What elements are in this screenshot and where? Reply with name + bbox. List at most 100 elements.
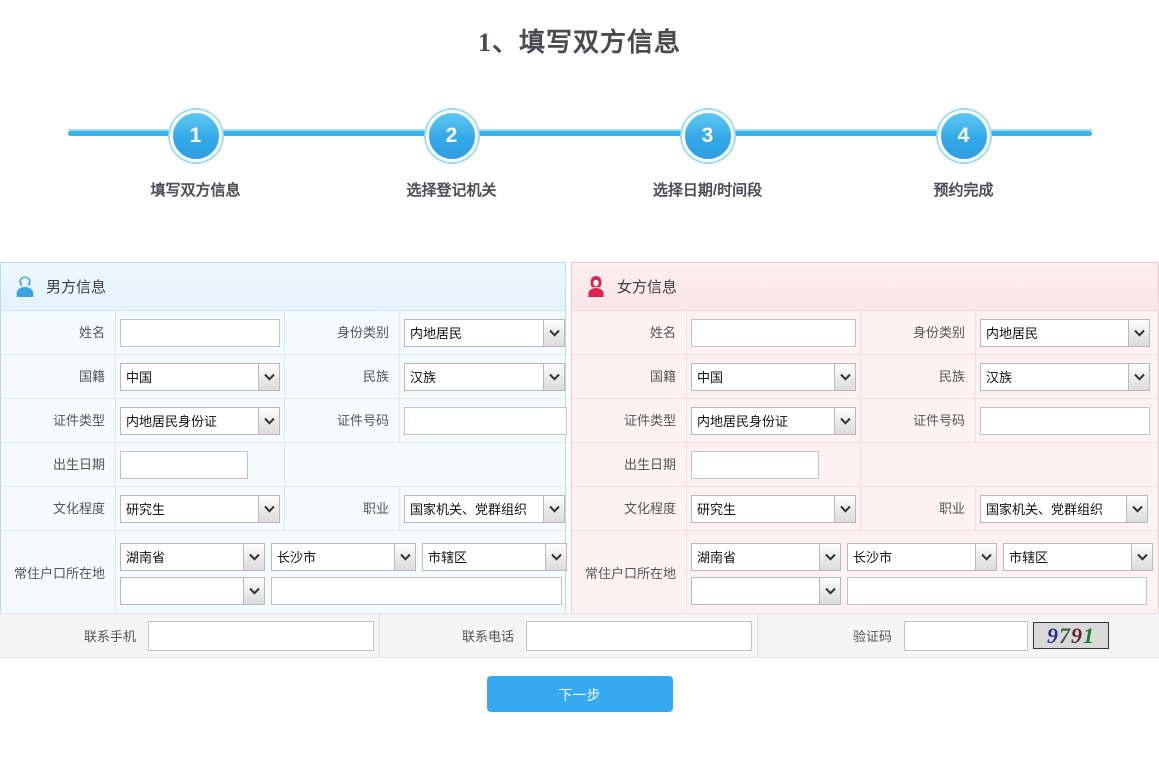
male-residence-city-select[interactable]: 长沙市 bbox=[271, 542, 416, 571]
male-row-id-type: 证件类型 内地居民身份证 证件号码 bbox=[1, 399, 567, 443]
female-education-value: 研究生 bbox=[697, 502, 737, 517]
male-label-ethnicity: 民族 bbox=[285, 355, 400, 398]
male-residence-detail-input[interactable] bbox=[271, 576, 562, 605]
step-item-1[interactable]: 1 填写双方信息 bbox=[68, 105, 324, 200]
male-nationality-value: 中国 bbox=[126, 370, 153, 385]
male-label-birth-date: 出生日期 bbox=[1, 443, 116, 486]
male-name-input[interactable] bbox=[120, 318, 280, 347]
male-row-residence: 常住户口所在地 湖南省 长沙市 bbox=[1, 531, 567, 616]
female-row-birth-date: 出生日期 bbox=[572, 443, 1158, 487]
chevron-down-icon bbox=[258, 495, 279, 522]
male-label-identity-type: 身份类别 bbox=[285, 311, 400, 354]
male-id-type-select[interactable]: 内地居民身份证 bbox=[120, 406, 280, 435]
female-avatar-icon bbox=[584, 274, 608, 300]
male-label-id-number: 证件号码 bbox=[285, 399, 400, 442]
female-nationality-select[interactable]: 中国 bbox=[691, 362, 856, 391]
female-label-nationality: 国籍 bbox=[572, 355, 687, 398]
female-field-name bbox=[687, 311, 861, 354]
female-field-nationality: 中国 bbox=[687, 355, 861, 398]
female-field-education: 研究生 bbox=[687, 487, 861, 530]
phone-input[interactable] bbox=[526, 620, 752, 651]
chevron-down-icon bbox=[258, 407, 279, 434]
female-residence-district-select[interactable]: 市辖区 bbox=[1003, 542, 1153, 571]
male-row-birth-date: 出生日期 bbox=[1, 443, 565, 487]
female-label-name: 姓名 bbox=[572, 311, 687, 354]
male-ethnicity-select[interactable]: 汉族 bbox=[404, 362, 565, 391]
female-row-id-type: 证件类型 内地居民身份证 证件号码 bbox=[572, 399, 1158, 443]
female-label-education: 文化程度 bbox=[572, 487, 687, 530]
female-row-name: 姓名 身份类别 内地居民 bbox=[572, 311, 1158, 355]
female-occupation-value: 国家机关、党群组织 bbox=[986, 502, 1104, 517]
female-residence-street-select[interactable] bbox=[691, 576, 841, 605]
female-label-residence: 常住户口所在地 bbox=[572, 531, 687, 616]
female-panel-header: 女方信息 bbox=[572, 263, 1158, 311]
step-item-3[interactable]: 3 选择日期/时间段 bbox=[580, 105, 836, 200]
female-residence-detail-input[interactable] bbox=[847, 576, 1147, 605]
female-residence-province-value: 湖南省 bbox=[697, 550, 737, 565]
female-ethnicity-value: 汉族 bbox=[986, 370, 1013, 385]
contact-divider-2 bbox=[757, 614, 758, 657]
male-info-panel: 男方信息 姓名 身份类别 内地居民 国籍 中国 bbox=[0, 262, 567, 617]
male-identity-type-select[interactable]: 内地居民 bbox=[404, 318, 565, 347]
female-nationality-value: 中国 bbox=[697, 370, 724, 385]
step-number-2: 2 bbox=[425, 110, 478, 162]
male-residence-district-select[interactable]: 市辖区 bbox=[422, 542, 567, 571]
female-residence-province-select[interactable]: 湖南省 bbox=[691, 542, 841, 571]
female-id-number-input[interactable] bbox=[980, 406, 1150, 435]
male-education-select[interactable]: 研究生 bbox=[120, 494, 280, 523]
female-label-identity-type: 身份类别 bbox=[861, 311, 976, 354]
male-row-nationality: 国籍 中国 民族 汉族 bbox=[1, 355, 565, 399]
mobile-input[interactable] bbox=[148, 620, 374, 651]
captcha-input[interactable] bbox=[904, 620, 1028, 651]
female-identity-type-select[interactable]: 内地居民 bbox=[980, 318, 1150, 347]
female-id-type-value: 内地居民身份证 bbox=[697, 414, 789, 429]
male-occupation-value: 国家机关、党群组织 bbox=[410, 502, 528, 517]
female-field-identity-type: 内地居民 bbox=[976, 311, 1158, 354]
male-label-residence: 常住户口所在地 bbox=[1, 531, 116, 616]
male-field-education: 研究生 bbox=[116, 487, 285, 530]
next-step-button[interactable]: 下一步 bbox=[486, 676, 673, 712]
male-identity-type-value: 内地居民 bbox=[410, 326, 463, 341]
chevron-down-icon bbox=[543, 495, 564, 522]
male-row-education: 文化程度 研究生 职业 国家机关、党群组织 bbox=[1, 487, 565, 531]
female-ethnicity-select[interactable]: 汉族 bbox=[980, 362, 1150, 391]
male-avatar-icon bbox=[13, 274, 37, 300]
chevron-down-icon bbox=[819, 577, 840, 604]
step-item-4[interactable]: 4 预约完成 bbox=[836, 105, 1092, 200]
female-name-input[interactable] bbox=[691, 318, 856, 347]
female-birth-date-input[interactable] bbox=[691, 450, 819, 479]
chevron-down-icon bbox=[543, 319, 564, 346]
chevron-down-icon bbox=[1131, 543, 1152, 570]
male-panel-header: 男方信息 bbox=[1, 263, 565, 311]
captcha-digit-1: 9 bbox=[1047, 622, 1059, 648]
male-ethnicity-value: 汉族 bbox=[410, 370, 437, 385]
male-field-occupation: 国家机关、党群组织 bbox=[400, 487, 565, 530]
male-label-nationality: 国籍 bbox=[1, 355, 116, 398]
female-label-occupation: 职业 bbox=[861, 487, 976, 530]
male-occupation-select[interactable]: 国家机关、党群组织 bbox=[404, 494, 565, 523]
male-birth-date-input[interactable] bbox=[120, 450, 248, 479]
male-residence-street-select[interactable] bbox=[120, 576, 265, 605]
female-id-type-select[interactable]: 内地居民身份证 bbox=[691, 406, 856, 435]
female-occupation-select[interactable]: 国家机关、党群组织 bbox=[980, 494, 1148, 523]
chevron-down-icon bbox=[1128, 363, 1149, 390]
male-field-residence: 湖南省 长沙市 市辖区 bbox=[116, 531, 567, 616]
chevron-down-icon bbox=[834, 495, 855, 522]
male-field-identity-type: 内地居民 bbox=[400, 311, 565, 354]
male-row-name: 姓名 身份类别 内地居民 bbox=[1, 311, 565, 355]
female-residence-city-select[interactable]: 长沙市 bbox=[847, 542, 997, 571]
male-birth-date-spacer bbox=[285, 443, 565, 486]
chevron-down-icon bbox=[394, 543, 415, 570]
female-education-select[interactable]: 研究生 bbox=[691, 494, 856, 523]
female-row-residence: 常住户口所在地 湖南省 长沙市 bbox=[572, 531, 1158, 616]
male-residence-province-select[interactable]: 湖南省 bbox=[120, 542, 265, 571]
male-panel-title: 男方信息 bbox=[46, 279, 107, 296]
female-birth-date-spacer bbox=[861, 443, 1158, 486]
phone-group: 联系电话 bbox=[380, 614, 752, 657]
male-nationality-select[interactable]: 中国 bbox=[120, 362, 280, 391]
step-item-2[interactable]: 2 选择登记机关 bbox=[324, 105, 580, 200]
male-id-number-input[interactable] bbox=[404, 406, 567, 435]
